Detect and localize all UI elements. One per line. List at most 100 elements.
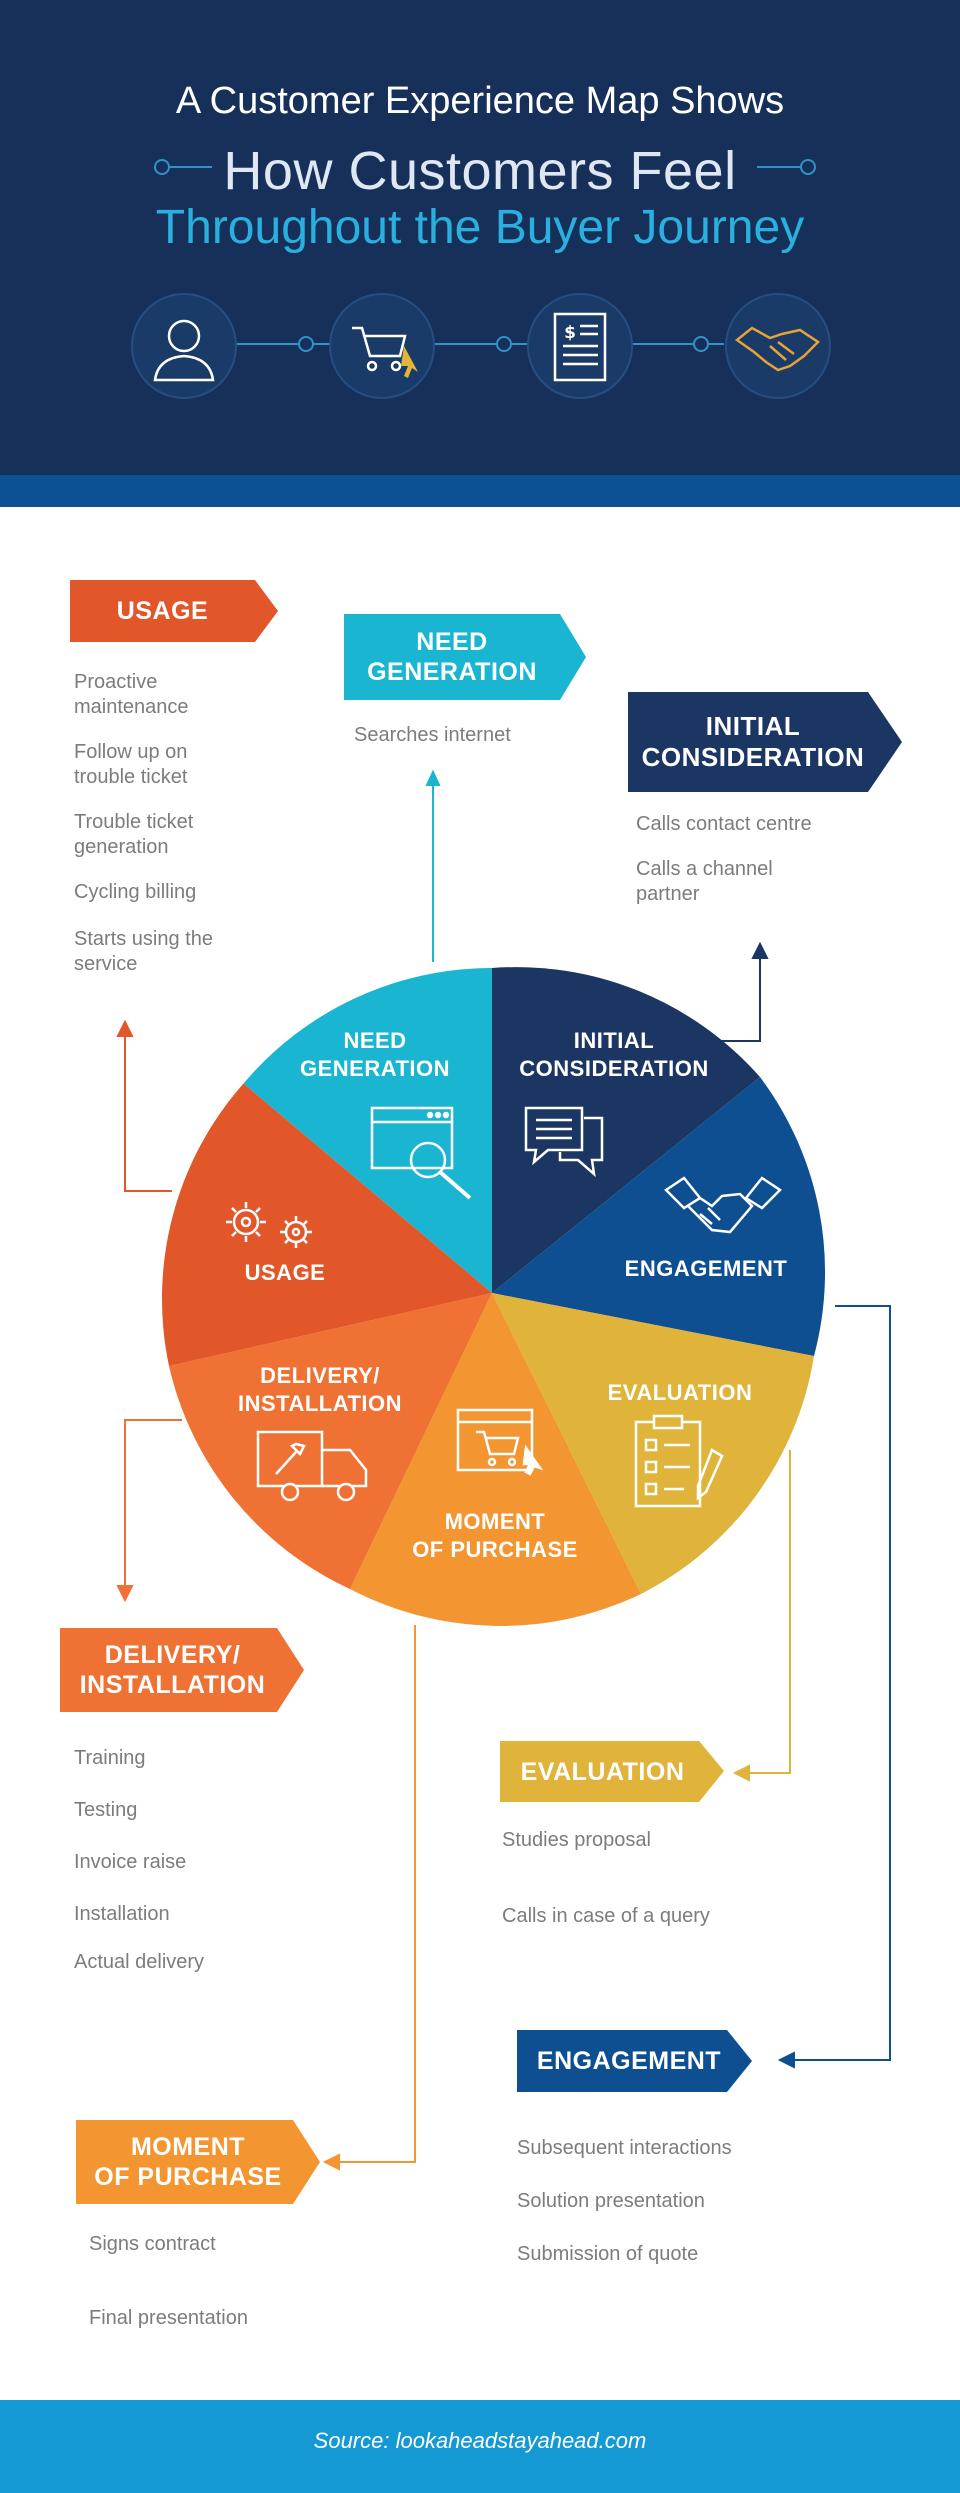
svg-text:$: $ xyxy=(564,323,576,343)
wheel-label-moment-1: MOMENT xyxy=(445,1509,546,1534)
list-item: Trouble ticket generation xyxy=(74,811,194,858)
engagement-list: Subsequent interactions Solution present… xyxy=(517,2138,817,2284)
page-title-line-3: Throughout the Buyer Journey xyxy=(155,201,805,254)
journey-icons-row: $ xyxy=(131,293,831,399)
gears-icon xyxy=(226,1202,312,1248)
header-banner xyxy=(0,0,960,475)
connector-evaluation xyxy=(732,1450,791,1782)
delivery-installation-list: Training Testing Invoice raise Installat… xyxy=(74,1748,274,1992)
list-item: Starts using the service xyxy=(74,928,213,975)
journey-node-dots xyxy=(298,336,709,352)
tag-moment-title-2: OF PURCHASE xyxy=(94,2163,282,2191)
wheel-segment-usage xyxy=(161,1083,492,1366)
search-browser-icon xyxy=(370,1106,472,1200)
tag-shape-moment xyxy=(76,2120,320,2204)
tag-engagement: ENGAGEMENT xyxy=(517,2030,741,2092)
list-item: Invoice raise xyxy=(74,1851,187,1873)
list-item: Calls contact centre xyxy=(636,813,812,835)
shopping-cart-icon xyxy=(329,293,435,399)
connector-need xyxy=(425,769,441,962)
wheel-label-delivery-2: INSTALLATION xyxy=(238,1391,402,1416)
wheel-segment-initial-consideration xyxy=(492,967,760,1293)
wheel-label-evaluation: EVALUATION xyxy=(608,1380,753,1405)
tag-moment-title-1: MOMENT xyxy=(130,2133,246,2161)
page-title-line-1: A Customer Experience Map Shows xyxy=(175,80,785,122)
wheel-label-need-1: NEED xyxy=(343,1028,406,1053)
source-credit: Source: lookaheadstayahead.com xyxy=(313,2428,647,2453)
tag-shape-delivery xyxy=(60,1628,304,1712)
initial-consideration-list: Calls contact centre Calls a channel par… xyxy=(636,812,816,927)
connector-usage xyxy=(116,1019,172,1192)
person-icon xyxy=(131,293,237,399)
tag-need-title-2: GENERATION xyxy=(367,658,537,686)
wheel-label-usage: USAGE xyxy=(245,1260,326,1285)
wheel-label-moment-2: OF PURCHASE xyxy=(412,1537,578,1562)
wheel-segment-delivery-installation xyxy=(169,1293,492,1589)
clipboard-checklist-icon xyxy=(634,1414,724,1508)
list-item: Calls in case of a query xyxy=(502,1905,710,1927)
tag-usage: USAGE xyxy=(70,580,255,642)
tag-shape-engagement xyxy=(517,2030,752,2092)
tag-evaluation: EVALUATION xyxy=(500,1741,705,1802)
wheel-segment-need-generation xyxy=(243,968,492,1293)
connector-delivery xyxy=(116,1419,182,1603)
wheel-label-initial-2: CONSIDERATION xyxy=(519,1056,708,1081)
list-item: Installation xyxy=(74,1903,170,1925)
list-item: Actual delivery xyxy=(74,1951,205,1973)
list-item: Studies proposal xyxy=(502,1829,651,1851)
list-item: Solution presentation xyxy=(517,2190,705,2212)
list-item: Proactive maintenance xyxy=(74,671,189,718)
tag-shape-evaluation xyxy=(500,1741,724,1802)
wheel-label-engagement: ENGAGEMENT xyxy=(625,1256,788,1281)
list-item: Training xyxy=(74,1747,146,1769)
tag-engagement-title: ENGAGEMENT xyxy=(536,2047,722,2075)
list-item: Cycling billing xyxy=(74,881,197,903)
connector-moment xyxy=(322,1625,416,2171)
invoice-document-icon: $ xyxy=(527,293,633,399)
tag-usage-title: USAGE xyxy=(116,597,209,625)
page-title-line-2: How Customers Feel xyxy=(223,141,737,201)
handshake-icon xyxy=(725,293,831,399)
list-item: Subsequent interactions xyxy=(517,2137,732,2159)
connector-initial xyxy=(720,941,769,1042)
list-item: Final presentation xyxy=(89,2307,248,2329)
cart-browser-icon xyxy=(456,1408,544,1476)
need-generation-list-item: Searches internet xyxy=(354,724,511,746)
tag-initial-consideration: INITIAL CONSIDERATION xyxy=(628,692,878,792)
tag-shape-usage xyxy=(70,580,278,642)
tag-shape-initial xyxy=(628,692,902,792)
journey-wheel: NEED GENERATION INITIAL CONSIDERATION EN… xyxy=(161,967,826,1626)
stage-tag-shapes xyxy=(60,580,902,2204)
tag-shape-need xyxy=(344,614,586,700)
tag-need-generation: NEED GENERATION xyxy=(344,614,560,700)
footer-bar xyxy=(0,2400,960,2493)
tag-need-title-1: NEED xyxy=(416,628,488,656)
tag-delivery-title-1: DELIVERY/ xyxy=(104,1641,241,1669)
connector-lines xyxy=(116,769,891,2171)
tag-delivery-title-2: INSTALLATION xyxy=(79,1671,266,1699)
list-item: Follow up on trouble ticket xyxy=(74,741,188,788)
list-item: Signs contract xyxy=(89,2233,216,2255)
header-band xyxy=(0,475,960,507)
evaluation-list: Studies proposal Calls in case of a quer… xyxy=(502,1830,782,1946)
connector-engagement xyxy=(777,1305,891,2069)
tag-moment-of-purchase: MOMENT OF PURCHASE xyxy=(76,2120,300,2204)
title-decoration xyxy=(154,159,816,175)
list-item: Calls a channel partner xyxy=(636,858,773,905)
tag-initial-title-2: CONSIDERATION xyxy=(641,742,865,772)
wheel-segment-engagement xyxy=(492,1077,826,1356)
wheel-label-initial-1: INITIAL xyxy=(574,1028,655,1053)
tag-initial-title-1: INITIAL xyxy=(705,710,801,741)
moment-of-purchase-list: Signs contract Final presentation xyxy=(89,2234,339,2348)
wheel-label-need-2: GENERATION xyxy=(300,1056,450,1081)
usage-list: Proactive maintenance Follow up on troub… xyxy=(74,670,224,997)
wheel-segment-moment-of-purchase xyxy=(350,1293,641,1626)
tag-delivery-installation: DELIVERY/ INSTALLATION xyxy=(60,1628,285,1712)
list-item: Submission of quote xyxy=(517,2243,699,2265)
list-item: Testing xyxy=(74,1799,138,1821)
wheel-segment-evaluation xyxy=(492,1293,814,1594)
chat-bubbles-icon xyxy=(524,1106,604,1178)
wheel-label-delivery-1: DELIVERY/ xyxy=(260,1363,380,1388)
handshake-icon-wheel xyxy=(664,1176,782,1234)
